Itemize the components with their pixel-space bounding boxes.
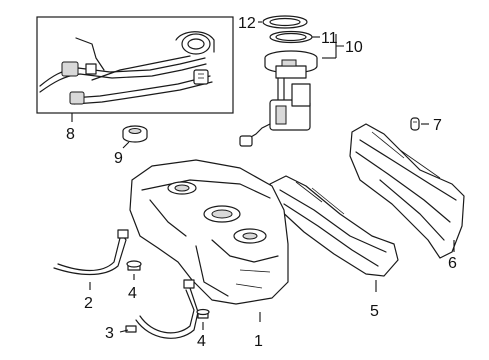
- fuel-lines-inset: [36, 16, 234, 114]
- bolt-4-upper: [126, 260, 142, 271]
- callout-5: 5: [370, 303, 379, 320]
- callout-4-upper: 4: [128, 285, 137, 302]
- callout-10: 10: [345, 39, 363, 56]
- heat-shield-5: [269, 175, 399, 277]
- callout-3: 3: [105, 325, 114, 342]
- callout-1: 1: [254, 333, 263, 350]
- callout-2: 2: [84, 295, 93, 312]
- seal-11: [269, 30, 313, 44]
- strap-3: [125, 279, 199, 339]
- callout-4-lower: 4: [197, 333, 206, 350]
- callout-9: 9: [114, 150, 123, 167]
- strap-2: [53, 229, 129, 276]
- fuel-pump-module-10: [239, 50, 318, 147]
- lock-ring-12: [262, 15, 308, 29]
- callout-6: 6: [448, 255, 457, 272]
- callout-7: 7: [433, 117, 442, 134]
- bolt-4-lower: [196, 308, 210, 319]
- fuel-tank-1: [129, 159, 289, 305]
- ring-9: [122, 125, 148, 143]
- callout-11: 11: [321, 30, 338, 47]
- callout-12: 12: [238, 15, 256, 32]
- callout-8: 8: [66, 126, 75, 143]
- clip-7: [410, 117, 420, 131]
- heat-shield-6: [349, 123, 465, 259]
